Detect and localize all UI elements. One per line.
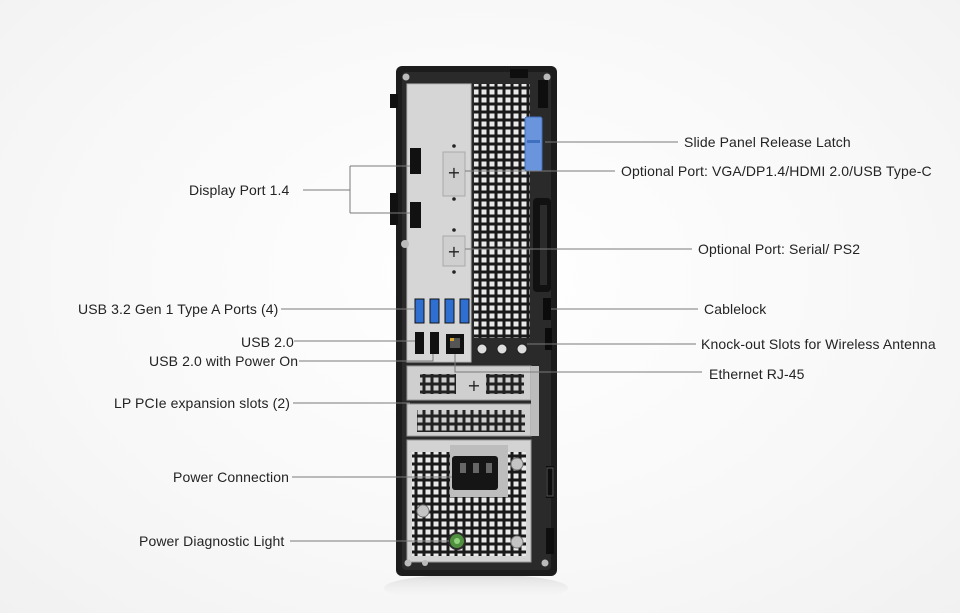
display-port-2 [410, 202, 421, 228]
label-ethernet: Ethernet RJ-45 [709, 366, 805, 382]
label-pcie: LP PCIe expansion slots (2) [114, 395, 290, 411]
usb32-ports [414, 298, 470, 324]
label-power-diagnostic: Power Diagnostic Light [139, 533, 285, 549]
screw-icon [402, 73, 410, 81]
label-knockout: Knock-out Slots for Wireless Antenna [701, 336, 936, 352]
cablelock-slot [543, 298, 551, 320]
floor-shadow [384, 574, 568, 602]
label-slide-latch: Slide Panel Release Latch [684, 134, 851, 150]
label-usb32: USB 3.2 Gen 1 Type A Ports (4) [78, 301, 279, 317]
label-optional-serial: Optional Port: Serial/ PS2 [698, 241, 861, 257]
knockout-slot [545, 328, 552, 350]
label-optional-vga: Optional Port: VGA/DP1.4/HDMI 2.0/USB Ty… [621, 163, 932, 179]
label-usb20-power-on: USB 2.0 with Power On [149, 353, 299, 369]
slide-panel-latch [524, 116, 543, 172]
label-usb20: USB 2.0 [241, 334, 294, 350]
svg-text:+: + [447, 242, 460, 261]
optional-port-plate-2 [442, 235, 466, 267]
optional-port-plate-1 [442, 151, 466, 197]
display-port-1 [410, 148, 421, 174]
label-cablelock: Cablelock [704, 301, 767, 317]
usb20-port [415, 332, 424, 354]
svg-text:+: + [447, 163, 460, 182]
vent-grill [474, 84, 530, 338]
label-display-port: Display Port 1.4 [189, 182, 290, 198]
label-power-connection: Power Connection [173, 469, 289, 485]
usb20-power-on-port [430, 332, 439, 354]
svg-text:+: + [467, 376, 480, 395]
